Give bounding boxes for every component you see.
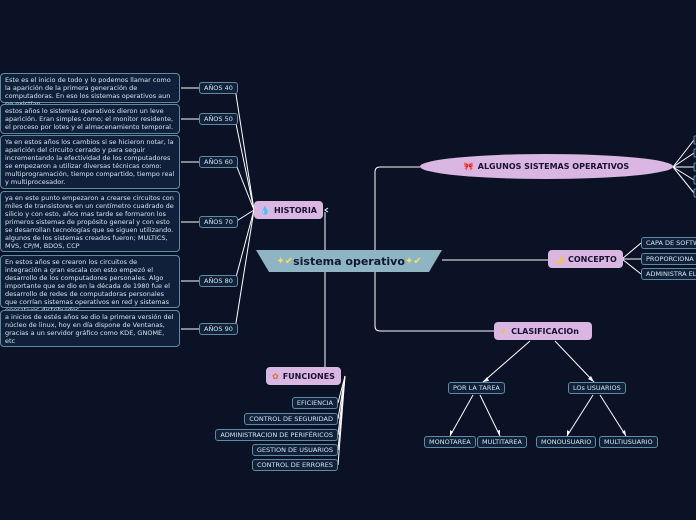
- tarea-label: POR LA TAREA: [453, 384, 500, 392]
- funciones-topic[interactable]: ✿ FUNCIONES: [266, 367, 341, 385]
- funcion-item[interactable]: EFICIENCIA: [291, 397, 338, 409]
- year-label: AÑOS 40: [204, 84, 233, 92]
- algunos-sistemas-topic[interactable]: 🎀 ALGUNOS SISTEMAS OPERATIVOS: [420, 154, 673, 179]
- concepto-item-label: ADMINISTRA EL: [646, 270, 696, 278]
- multitarea-node[interactable]: MULTITAREA: [477, 436, 527, 448]
- concepto-item[interactable]: CAPA DE SOFTWARE: [641, 237, 696, 249]
- historia-note-40[interactable]: Este es el inicio de todo y lo podemos l…: [0, 73, 180, 108]
- year-tag-60[interactable]: AÑOS 60: [199, 156, 238, 168]
- historia-topic[interactable]: 💧 HISTORIA: [254, 201, 323, 219]
- historia-note-70[interactable]: ya en este punto empezaron a crearse cir…: [0, 191, 180, 252]
- note-text: a inicios de estés años se dio la primer…: [5, 313, 174, 345]
- year-tag-40[interactable]: AÑOS 40: [199, 82, 238, 94]
- funcion-item[interactable]: GESTION DE USUARIOS: [251, 444, 338, 456]
- funcion-item[interactable]: CONTROL DE ERRORES: [252, 459, 338, 471]
- por-la-tarea-node[interactable]: POR LA TAREA: [448, 382, 505, 394]
- star-check-icon: ✦✔: [404, 255, 422, 267]
- funcion-item[interactable]: CONTROL DE SEGURIDAD: [244, 413, 338, 425]
- moon-icon: 🌙: [554, 254, 564, 264]
- central-topic-label: sistema operativo: [293, 254, 405, 268]
- clasificacion-label: CLASIFICACIOn: [511, 326, 579, 336]
- funcion-item-label: CONTROL DE SEGURIDAD: [249, 415, 333, 423]
- concepto-topic[interactable]: 🌙 CONCEPTO: [548, 250, 623, 268]
- droplet-icon: 💧: [260, 205, 270, 215]
- historia-note-80[interactable]: En estos años se crearon los circuitos d…: [0, 255, 180, 314]
- year-label: AÑOS 50: [204, 115, 233, 123]
- funcion-item-label: GESTION DE USUARIOS: [256, 446, 333, 454]
- year-label: AÑOS 80: [204, 277, 233, 285]
- multiusuario-label: MULTIUSUARIO: [604, 438, 653, 446]
- usuarios-label: LOs USUARIOS: [573, 384, 621, 392]
- year-tag-80[interactable]: AÑOS 80: [199, 275, 238, 287]
- year-label: AÑOS 60: [204, 158, 233, 166]
- algunos-label: ALGUNOS SISTEMAS OPERATIVOS: [477, 162, 630, 171]
- monotarea-label: MONOTAREA: [429, 438, 471, 446]
- concepto-item-label: PROPORCIONA: [646, 255, 694, 263]
- multiusuario-node[interactable]: MULTIUSUARIO: [599, 436, 658, 448]
- multitarea-label: MULTITAREA: [482, 438, 522, 446]
- year-tag-90[interactable]: AÑOS 90: [199, 323, 238, 335]
- ribbon-icon: 🎀: [463, 162, 474, 171]
- concepto-item-label: CAPA DE SOFTWARE: [646, 239, 696, 247]
- usuarios-node[interactable]: LOs USUARIOS: [568, 382, 626, 394]
- concepto-label: CONCEPTO: [567, 254, 617, 264]
- year-tag-50[interactable]: AÑOS 50: [199, 113, 238, 125]
- historia-note-50[interactable]: estos años lo sistemas operativos dieron…: [0, 104, 180, 134]
- clasificacion-topic[interactable]: ☀ CLASIFICACIOn: [494, 322, 592, 340]
- monousuario-label: MONOUSUARIO: [541, 438, 592, 446]
- funcion-item-label: ADMINISTRACION DE PERIFÉRICOS: [220, 431, 333, 439]
- note-text: En estos años se crearon los circuitos d…: [5, 258, 170, 314]
- historia-note-90[interactable]: a inicios de estés años se dio la primer…: [0, 310, 180, 347]
- monotarea-node[interactable]: MONOTAREA: [424, 436, 476, 448]
- historia-note-60[interactable]: Ya en estos años los cambios si se hicie…: [0, 135, 180, 189]
- funcion-item-label: CONTROL DE ERRORES: [257, 461, 333, 469]
- funciones-label: FUNCIONES: [282, 371, 335, 381]
- sun-icon: ☀: [500, 326, 508, 336]
- note-text: ya en este punto empezaron a crearse cir…: [5, 194, 174, 250]
- star-check-icon: ✦✔: [276, 255, 294, 267]
- monousuario-node[interactable]: MONOUSUARIO: [536, 436, 597, 448]
- concepto-item[interactable]: ADMINISTRA EL: [641, 268, 696, 280]
- year-label: AÑOS 70: [204, 218, 233, 226]
- funcion-item[interactable]: ADMINISTRACION DE PERIFÉRICOS: [215, 429, 338, 441]
- flower-icon: ✿: [272, 371, 279, 381]
- year-tag-70[interactable]: AÑOS 70: [199, 216, 238, 228]
- year-label: AÑOS 90: [204, 325, 233, 333]
- central-topic[interactable]: ✦✔ sistema operativo ✦✔: [256, 250, 442, 272]
- concepto-item[interactable]: PROPORCIONA: [641, 253, 696, 265]
- funcion-item-label: EFICIENCIA: [296, 399, 333, 407]
- note-text: Ya en estos años los cambios si se hicie…: [5, 138, 175, 186]
- historia-label: HISTORIA: [273, 205, 317, 215]
- note-text: estos años lo sistemas operativos dieron…: [5, 107, 174, 131]
